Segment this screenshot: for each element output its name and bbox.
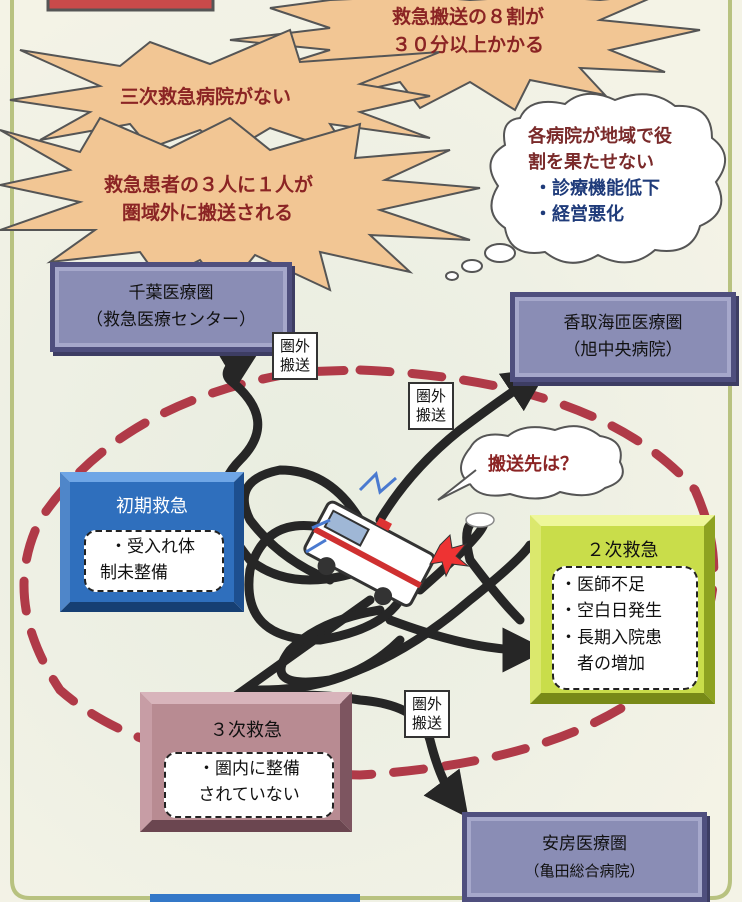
- tertiary-issue-line-1: ・圏内に整備: [198, 759, 300, 779]
- thought-title-1: 各病院が地域で役: [528, 126, 672, 147]
- region-katori: 香取海匝医療圏 （旭中央病院）: [510, 292, 736, 382]
- region-katori-sub: （旭中央病院）: [563, 340, 683, 360]
- burst-line-1: 救急患者の３人に１人が: [104, 174, 314, 196]
- transfer-tag-line-1: 圏外: [412, 695, 443, 713]
- burst-line-2: 圏域外に搬送される: [122, 201, 294, 224]
- transfer-tag-awa: 圏外 搬送: [404, 690, 451, 738]
- destination-cloud-shape: [437, 425, 624, 501]
- tertiary-title: ３次救急: [210, 720, 282, 741]
- burst-line-2: ３０分以上かかる: [392, 33, 545, 56]
- burst-middle-text: 三次救急病院がない: [120, 86, 292, 108]
- burst-line-1: 救急搬送の８割が: [392, 6, 545, 28]
- transfer-tag-line-2: 搬送: [416, 405, 447, 424]
- destination-cloud-text: 搬送先は？: [488, 454, 578, 475]
- region-awa-sub: （亀田総合病院）: [524, 861, 645, 880]
- region-chiba: 千葉医療圏 （救急医療センター）: [50, 262, 292, 352]
- primary-title: 初期救急: [116, 496, 188, 517]
- transfer-tag-chiba: 圏外 搬送: [272, 332, 319, 380]
- tertiary-issue-line-2: されていない: [198, 785, 300, 806]
- secondary-issue-line-3: ・長期入院患: [560, 627, 662, 648]
- transfer-tag-katori: 圏外 搬送: [408, 382, 455, 430]
- thought-item-1: ・診療機能低下: [534, 178, 660, 200]
- transfer-tag-line-1: 圏外: [280, 337, 311, 355]
- frame-border: [10, 0, 732, 900]
- transfer-tag-line-2: 搬送: [412, 713, 443, 732]
- thought-cloud-shape: [445, 93, 726, 281]
- region-awa: 安房医療圏 （亀田総合病院）: [462, 812, 707, 902]
- burst-lower-text: 救急患者の３人に１人が 圏域外に搬送される: [104, 172, 313, 227]
- region-awa-name: 安房医療圏: [542, 834, 627, 855]
- burst-lower: [0, 116, 481, 294]
- primary-issue-line-2: 制未整備: [100, 563, 168, 584]
- motion-lines: [305, 471, 397, 554]
- transfer-tag-line-1: 圏外: [416, 387, 447, 405]
- region-katori-name: 香取海匝医療圏: [563, 312, 683, 333]
- thought-title-2: 割を果たせない: [528, 152, 654, 174]
- ambulance-icon: [303, 500, 436, 607]
- secondary-issue-line-1: ・医師不足: [560, 575, 645, 595]
- burst-top-right-text: 救急搬送の８割が ３０分以上かかる: [392, 4, 544, 59]
- secondary-issue-line-2: ・空白日発生: [560, 601, 662, 622]
- area-boundary-ring: [19, 365, 719, 780]
- primary-issue-line-1: ・受入れ体: [110, 537, 195, 557]
- region-chiba-name: 千葉医療圏: [128, 282, 214, 303]
- transfer-tag-line-2: 搬送: [280, 355, 311, 374]
- secondary-issue-line-4: 者の増加: [560, 654, 645, 675]
- bottom-cut-box: [150, 894, 360, 902]
- dust-cloud: [465, 512, 495, 528]
- tertiary-issues: ・圏内に整備 されていない: [164, 752, 334, 818]
- thought-cloud-text: 各病院が地域で役 割を果たせない ・診療機能低下 ・経営悪化: [528, 124, 672, 228]
- secondary-title: ２次救急: [586, 540, 659, 561]
- burst-middle: [9, 28, 441, 157]
- crash-icon: [429, 533, 470, 578]
- region-chiba-sub: （救急医療センター）: [86, 310, 256, 330]
- secondary-issues: ・医師不足 ・空白日発生 ・長期入院患 者の増加: [552, 566, 698, 690]
- top-left-box: [46, 0, 215, 12]
- thought-item-2: ・経営悪化: [534, 204, 624, 226]
- primary-issues: ・受入れ体 制未整備: [84, 530, 224, 592]
